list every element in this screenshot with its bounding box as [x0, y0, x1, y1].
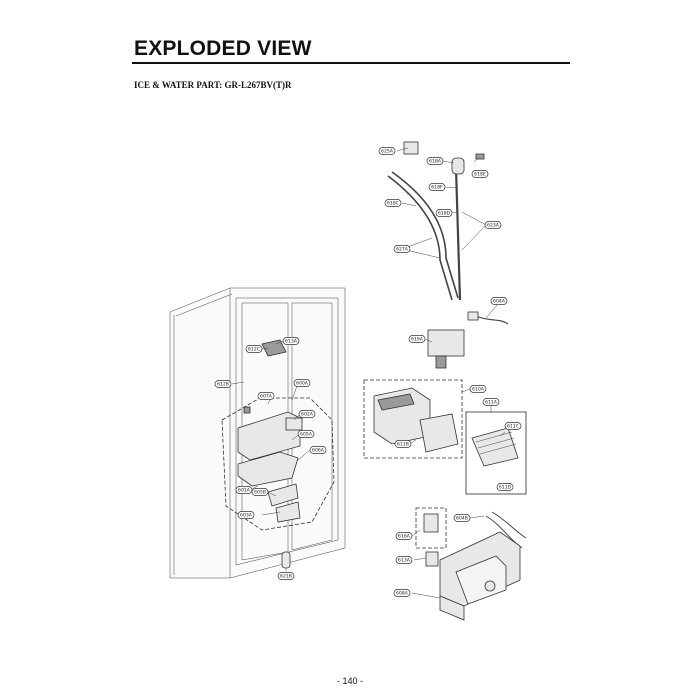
part-label-text: 608A	[396, 591, 409, 597]
part-label: 618D	[435, 209, 453, 217]
part-label: 600A	[293, 379, 311, 387]
part-label: 618E	[471, 170, 489, 178]
part-label-text: 602A	[301, 412, 314, 418]
part-label-text: 605B	[254, 490, 266, 496]
part-label-text: 604B	[456, 516, 468, 522]
part-label: 611A	[482, 398, 500, 406]
part-label: 603A	[237, 511, 255, 519]
part-label-text: 625A	[381, 149, 394, 155]
part-label: 605B	[251, 488, 269, 496]
part-label: 618F	[428, 183, 446, 191]
part-label-text: 627A	[396, 247, 409, 253]
part-label: 608A	[393, 589, 411, 597]
ice-tray-frame	[465, 411, 527, 495]
part-label: 613A	[282, 337, 300, 345]
part-label-text: 601A	[238, 488, 251, 494]
part-label-text: 612C	[248, 347, 260, 353]
part-label: 612C	[245, 345, 263, 353]
dispenser-parts	[415, 507, 527, 621]
part-label-text: 604A	[493, 299, 506, 305]
part-label: 625A	[378, 147, 396, 155]
water-tubes	[387, 141, 485, 301]
part-label: 612B	[214, 380, 232, 388]
part-label-text: 618F	[431, 185, 443, 191]
part-label-text: 623A	[487, 223, 500, 229]
part-label-text: 600A	[296, 381, 309, 387]
part-label: 611C	[504, 422, 522, 430]
part-label-text: 621B	[280, 574, 292, 580]
part-label-text: 611D	[499, 485, 512, 491]
part-label-text: 611C	[507, 424, 519, 430]
part-label: 627A	[393, 245, 411, 253]
part-label-text: 613A	[398, 558, 411, 564]
part-label: 611B	[394, 440, 412, 448]
part-label-text: 606A	[312, 448, 325, 454]
part-label: 619A	[408, 335, 426, 343]
part-label-text: 611B	[397, 442, 409, 448]
part-label: 618A	[426, 157, 444, 165]
part-label: 610A	[469, 385, 487, 393]
page-title: EXPLODED VIEW	[134, 37, 312, 60]
part-label: 606A	[309, 446, 327, 454]
part-label-text: 613A	[285, 339, 298, 345]
ice-tray	[471, 427, 519, 467]
ice-bucket	[373, 387, 459, 453]
title-underline	[132, 62, 570, 64]
part-label: 607A	[257, 392, 275, 400]
part-label: 601A	[235, 486, 253, 494]
part-label: 616A	[395, 532, 413, 540]
part-label-text: 610A	[472, 387, 485, 393]
part-label-text: 618C	[387, 201, 399, 207]
part-label: 613A	[395, 556, 413, 564]
ice-bucket-frame	[363, 379, 463, 459]
water-valve	[427, 311, 509, 369]
part-label: 602A	[298, 410, 316, 418]
part-label-text: 619A	[411, 337, 424, 343]
part-label: 611D	[496, 483, 514, 491]
part-label-text: 618E	[474, 172, 486, 178]
ice-maker-parts	[237, 339, 303, 569]
part-label-text: 618D	[438, 211, 451, 217]
part-label: 623A	[484, 221, 502, 229]
part-label-text: 612B	[217, 382, 229, 388]
part-subtitle: ICE & WATER PART: GR-L267BV(T)R	[134, 80, 292, 90]
part-label: 605A	[297, 430, 315, 438]
part-label: 604A	[490, 297, 508, 305]
part-label-text: 616A	[398, 534, 411, 540]
part-label: 618C	[384, 199, 402, 207]
page-number: - 140 -	[336, 676, 363, 686]
part-label: 621B	[277, 572, 295, 580]
part-label-text: 603A	[240, 513, 253, 519]
part-label-text: 607A	[260, 394, 273, 400]
part-label: 604B	[453, 514, 471, 522]
part-label-text: 618A	[429, 159, 442, 165]
part-labels: 625A 618A 618E 618F 618C 618D 623A 627A 604A 619A…	[214, 147, 522, 597]
part-label-text: 611A	[485, 400, 498, 406]
part-label-text: 605A	[300, 432, 313, 438]
